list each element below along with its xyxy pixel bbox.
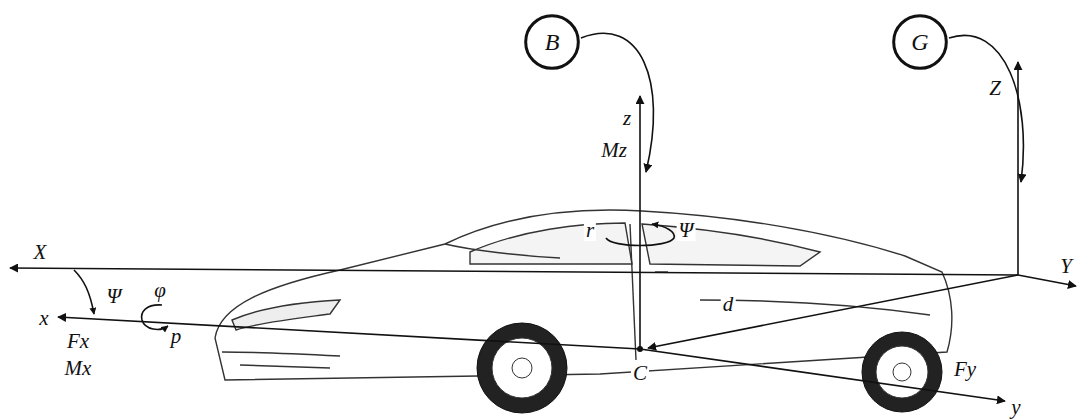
center-point xyxy=(637,346,643,352)
frame-circle: G xyxy=(892,14,948,70)
axis-label: z xyxy=(621,107,633,129)
frame-name: B xyxy=(545,29,560,56)
axis-label: Y xyxy=(1058,255,1074,277)
axis-label: C xyxy=(631,362,649,384)
axis-label: Mx xyxy=(63,357,94,379)
axis-label: Ψ xyxy=(105,285,124,307)
axis-label: d xyxy=(721,293,736,315)
axis-label: X xyxy=(32,241,49,263)
axis-label: Ψ xyxy=(677,219,696,241)
axis-label: Z xyxy=(987,77,1003,99)
axis-label: φ xyxy=(152,279,168,301)
car-body xyxy=(215,210,952,380)
frame-name: G xyxy=(911,29,928,56)
axis-label: Fy xyxy=(952,358,978,380)
frame-circle: B xyxy=(524,14,580,70)
axis-label: r xyxy=(584,219,596,241)
axis-label: y xyxy=(1009,396,1022,418)
coordinate-axes xyxy=(10,33,1076,401)
axis-label: Fx xyxy=(65,330,91,352)
axis-label: Mz xyxy=(599,139,629,161)
axis-label: x xyxy=(37,307,50,329)
axis-label: p xyxy=(169,325,184,347)
